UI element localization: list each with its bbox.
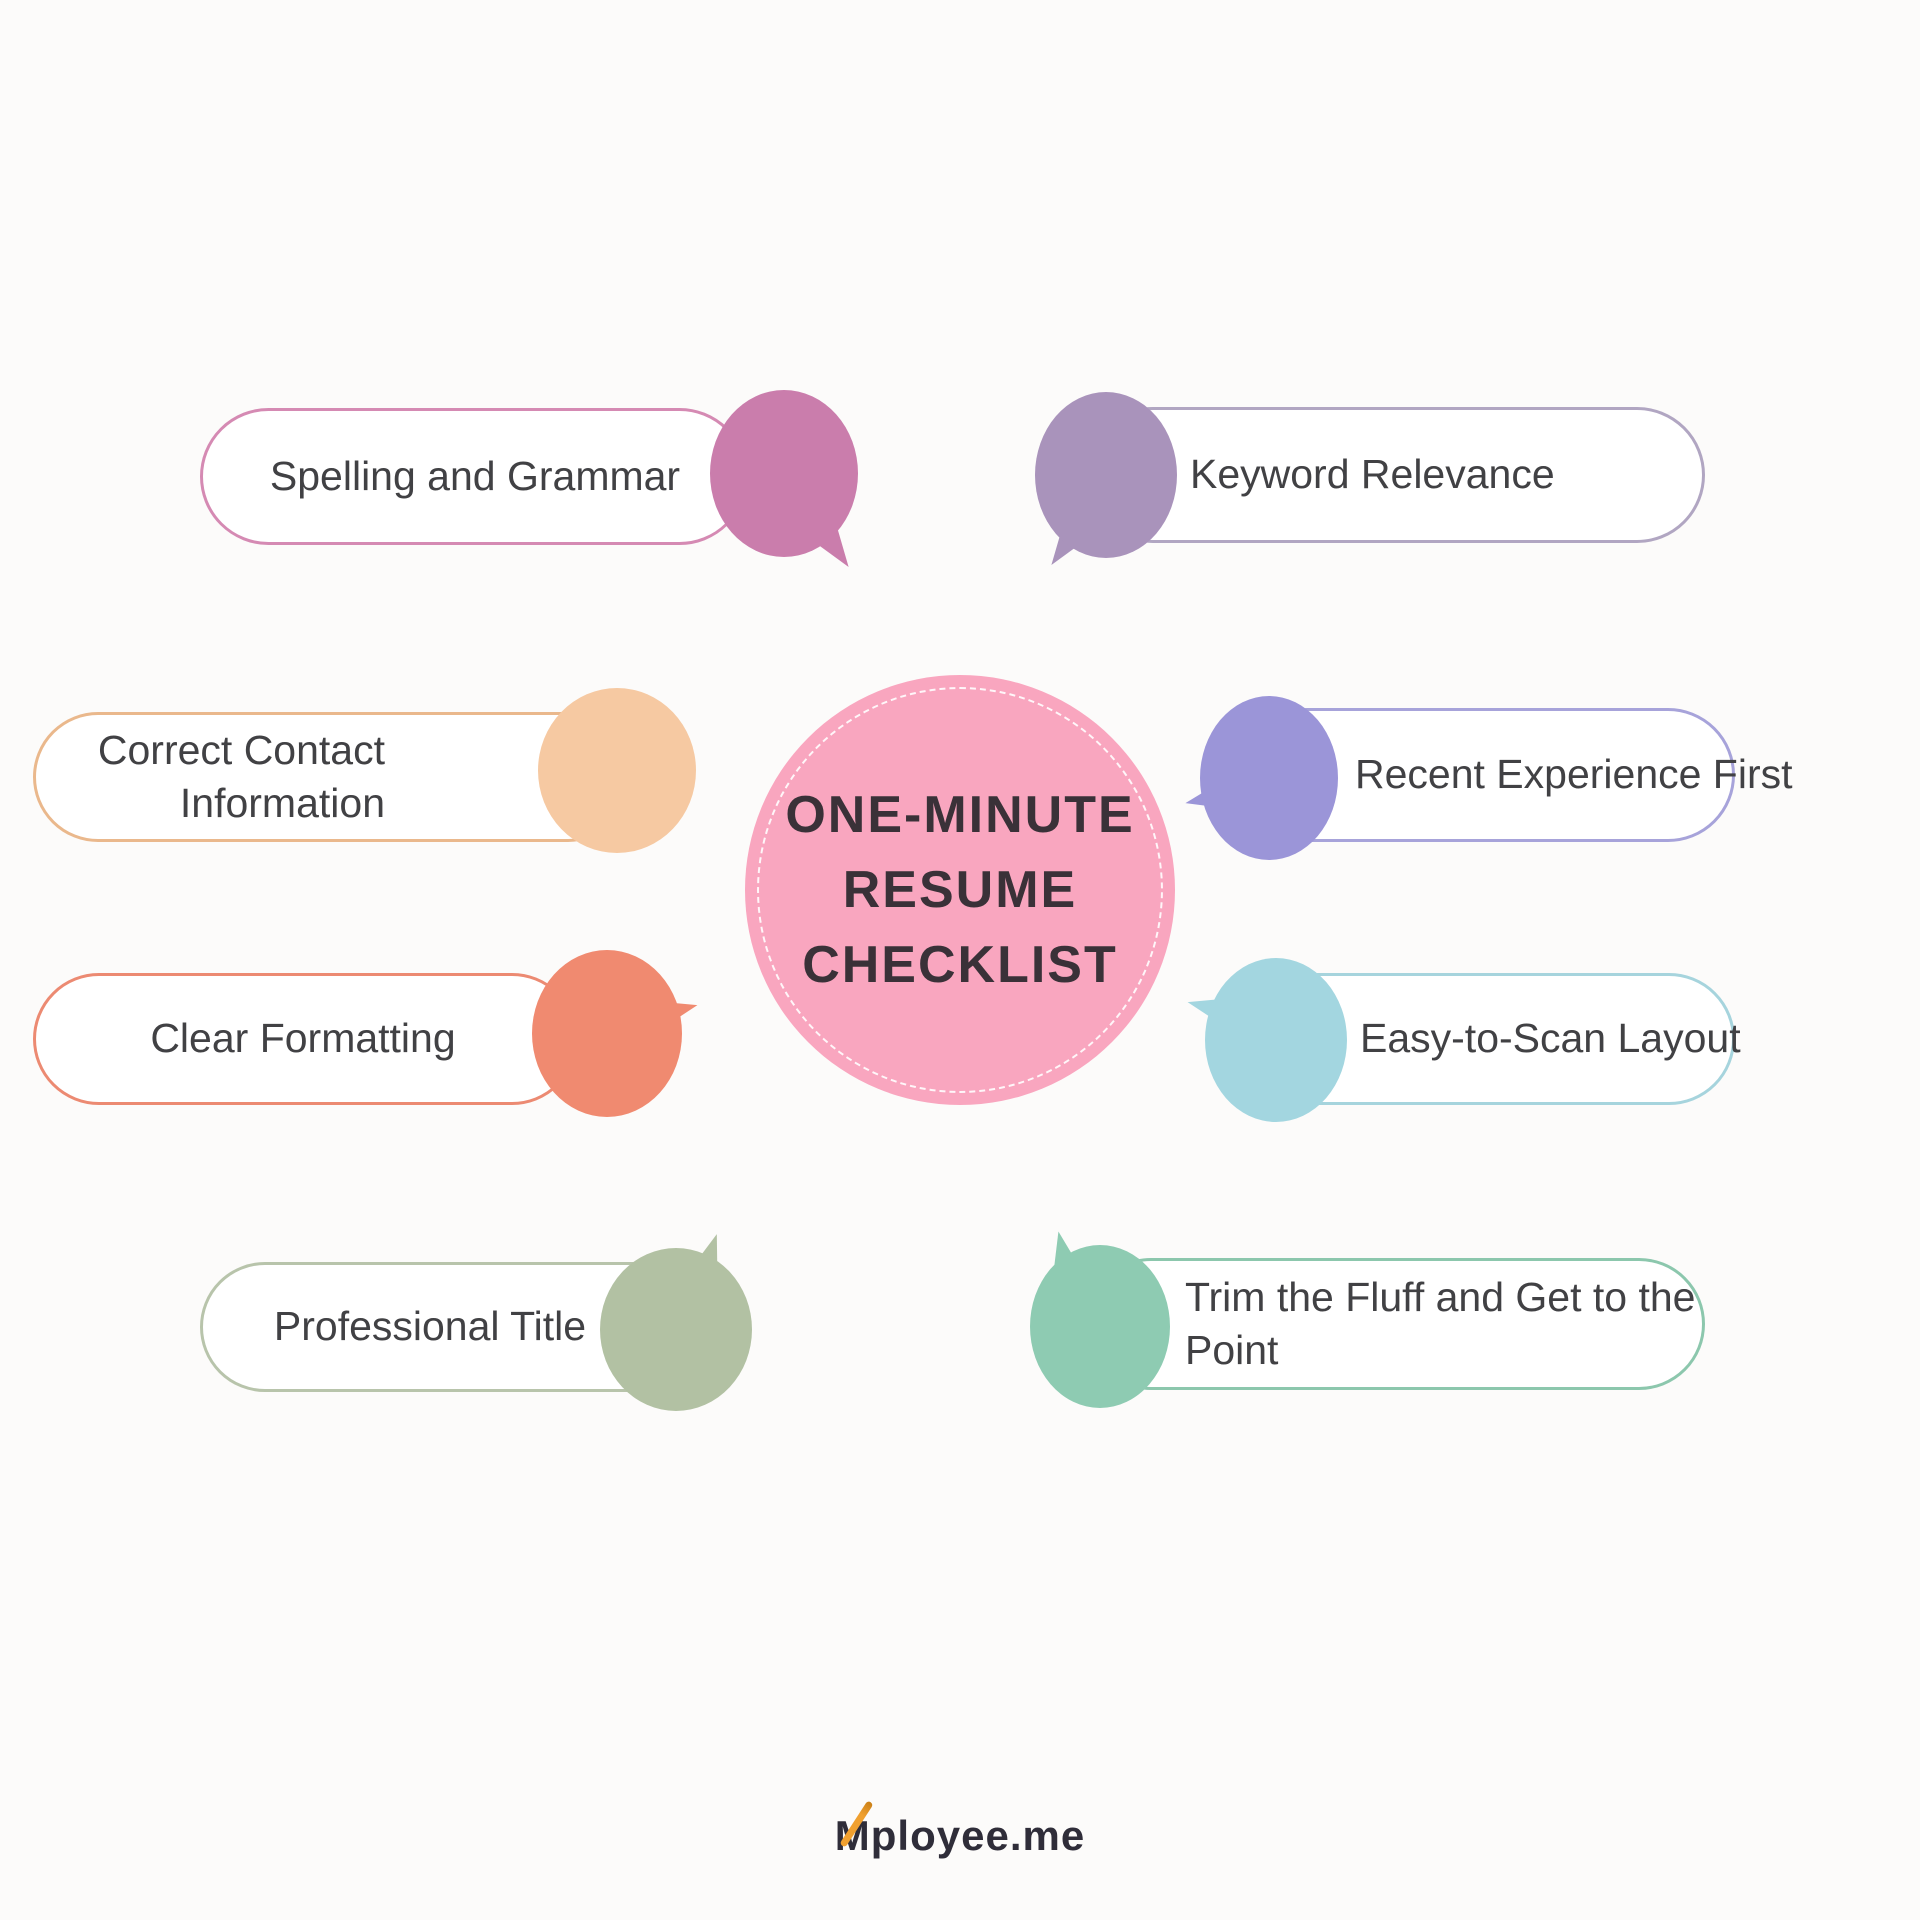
logo-rest-text: ployee.me	[870, 1812, 1086, 1859]
checklist-item-clear-formatting: Clear Formatting	[33, 948, 733, 1163]
item-label: Recent Experience First	[1355, 751, 1793, 798]
title-line-1: ONE-MINUTE	[785, 785, 1135, 844]
title-line-2: RESUME	[842, 860, 1078, 919]
speech-bubble-icon	[1035, 392, 1177, 558]
checklist-item-correct-contact-information: Correct Contact Information	[33, 685, 733, 900]
speech-bubble-icon	[710, 390, 858, 557]
speech-bubble-icon	[538, 688, 696, 853]
checklist-item-trim-the-fluff: Trim the Fluff and Get to the Point	[1030, 1225, 1730, 1440]
item-pill	[33, 712, 633, 842]
page-title: ONE-MINUTE RESUME CHECKLIST	[785, 778, 1134, 1003]
item-label: Easy-to-Scan Layout	[1360, 1015, 1741, 1062]
item-pill	[1085, 1258, 1705, 1390]
item-pill	[200, 408, 748, 545]
item-label: Clear Formatting	[150, 1015, 456, 1062]
checklist-item-spelling-and-grammar: Spelling and Grammar	[200, 385, 900, 600]
item-label: Spelling and Grammar	[269, 452, 681, 499]
item-label: Correct Contact Information	[97, 726, 385, 826]
checklist-item-professional-title: Professional Title	[200, 1225, 900, 1440]
speech-bubble-icon	[600, 1248, 752, 1411]
speech-bubble-icon	[532, 950, 682, 1117]
speech-bubble-icon	[1030, 1245, 1170, 1408]
item-label: Trim the Fluff and Get to the Point	[1185, 1273, 1696, 1373]
center-title-circle: ONE-MINUTE RESUME CHECKLIST	[745, 675, 1175, 1105]
item-pill	[1085, 407, 1705, 543]
title-line-3: CHECKLIST	[802, 935, 1118, 994]
item-label: Professional Title	[273, 1303, 587, 1350]
checklist-item-keyword-relevance: Keyword Relevance	[1035, 385, 1735, 600]
brand-logo: Mployee.me	[0, 1800, 1920, 1866]
checklist-item-recent-experience-first: Recent Experience First	[1182, 685, 1895, 900]
item-label: Keyword Relevance	[1190, 451, 1555, 498]
item-pill	[33, 973, 578, 1105]
logo-letter-m: M	[835, 1800, 874, 1860]
checklist-item-easy-to-scan-layout: Easy-to-Scan Layout	[1184, 945, 1895, 1160]
speech-bubble-icon	[1205, 958, 1347, 1122]
speech-bubble-icon	[1200, 696, 1338, 860]
